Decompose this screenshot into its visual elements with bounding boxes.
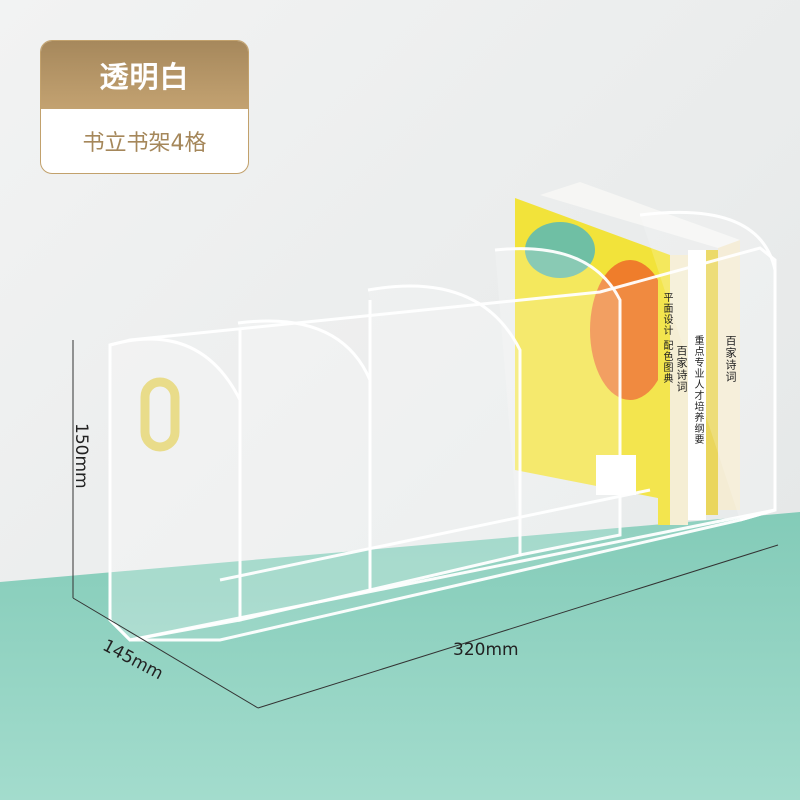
variant-badge: 透明白 书立书架4格 bbox=[40, 40, 249, 174]
book-spine: 百家诗词 bbox=[724, 335, 737, 383]
variant-subtitle: 书立书架4格 bbox=[82, 131, 207, 156]
book-organizer bbox=[108, 210, 777, 642]
floor bbox=[0, 512, 800, 800]
book-spine: 重点专业人才培养纲要 bbox=[692, 335, 703, 445]
book-spine: 平面设计 配色图典 bbox=[661, 292, 672, 385]
handle-icon bbox=[140, 377, 180, 452]
dimension-lines bbox=[72, 340, 779, 709]
books bbox=[515, 182, 740, 525]
book-spine: 百家诗词 bbox=[675, 345, 688, 393]
width-label: 320mm bbox=[453, 640, 519, 660]
height-label: 150mm bbox=[71, 423, 91, 489]
variant-title: 透明白 bbox=[41, 41, 248, 109]
